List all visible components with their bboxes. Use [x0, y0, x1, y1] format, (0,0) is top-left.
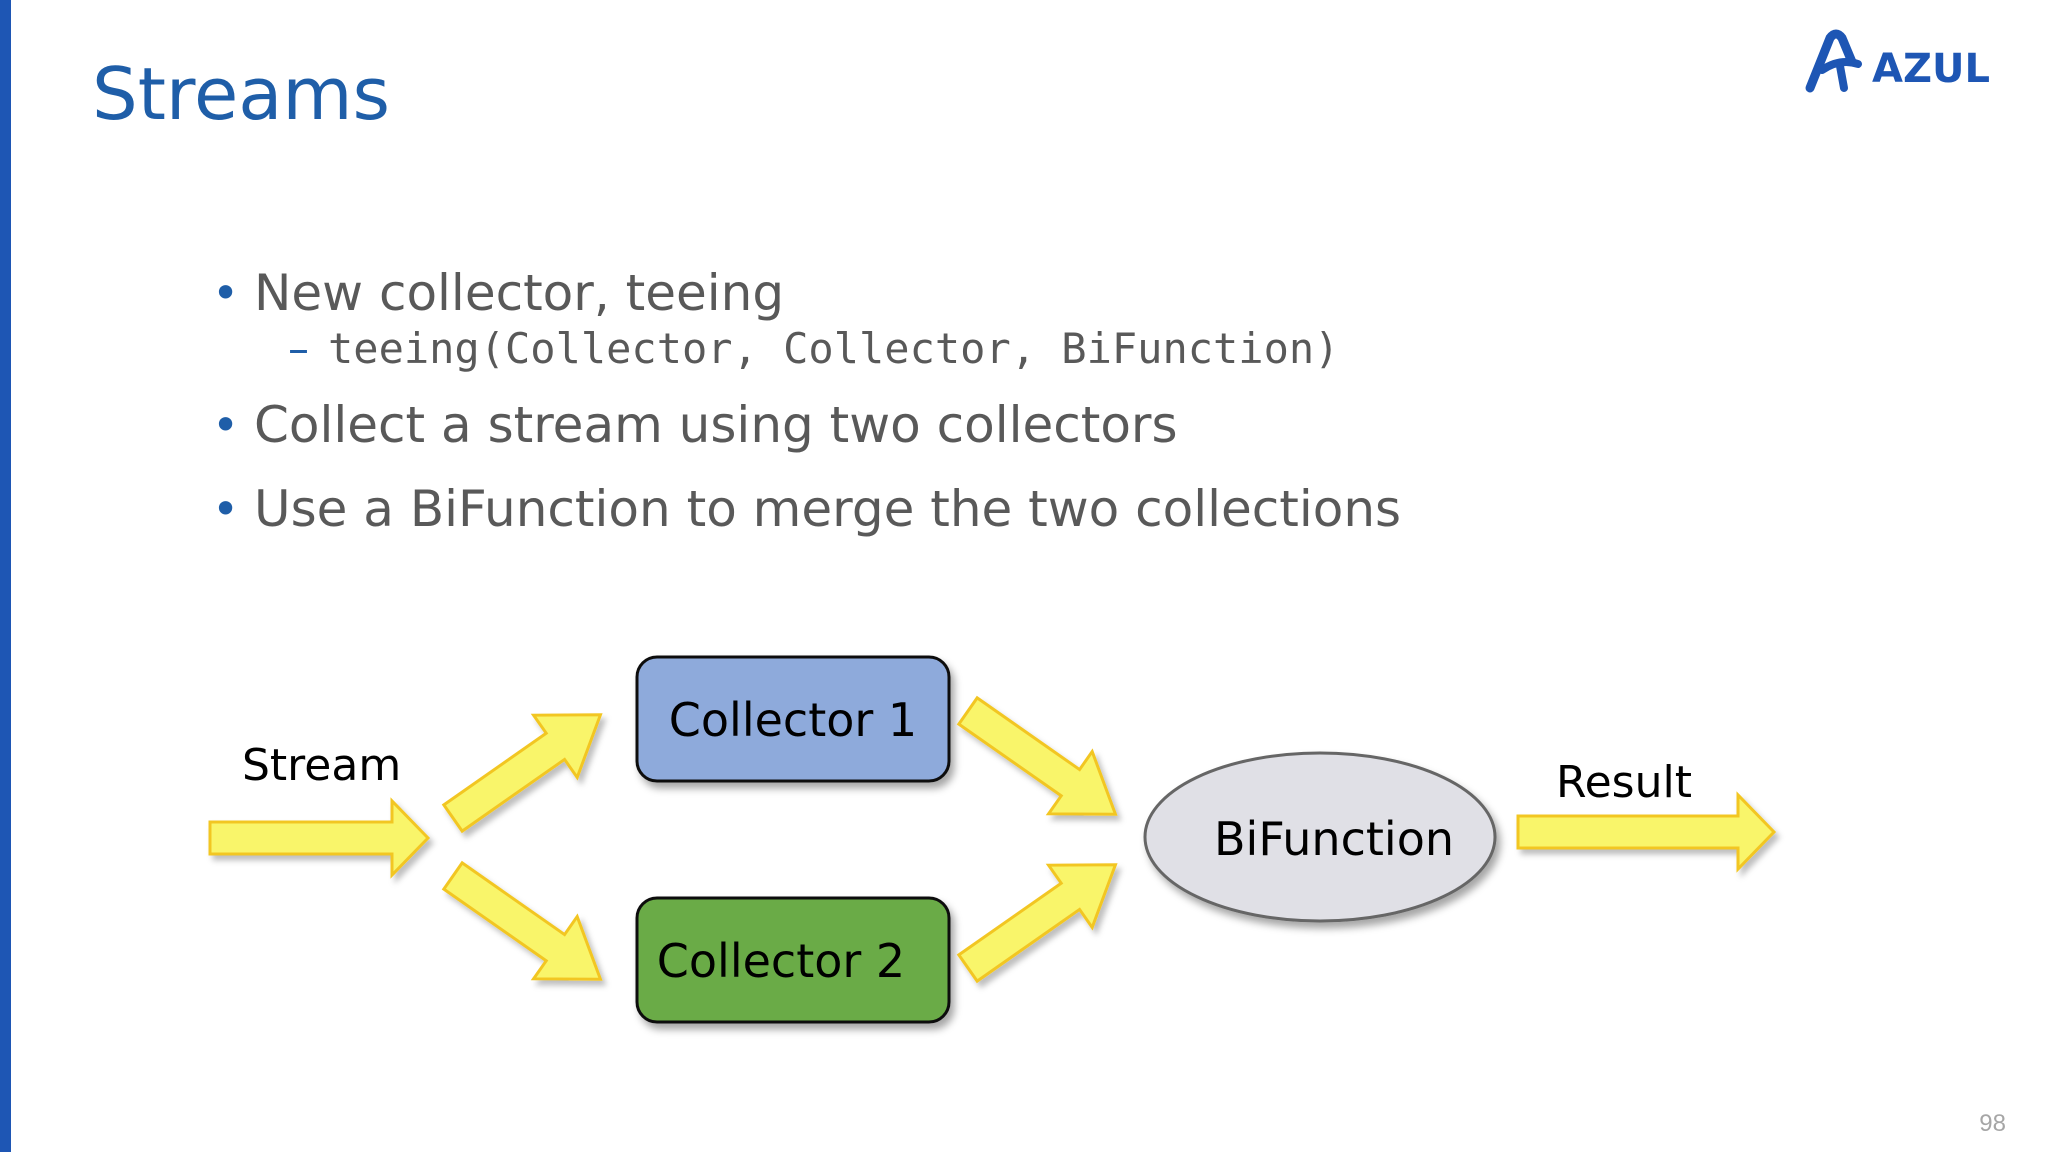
bullet-list: • New collector, teeing – teeing(Collect… — [212, 258, 1712, 544]
collector2-label: Collector 2 — [657, 934, 905, 988]
bullet-item: • Collect a stream using two collectors — [212, 390, 1712, 460]
azul-logo-icon — [1805, 29, 1862, 93]
bullet-dot-icon: • — [212, 266, 240, 320]
azul-logo: AZUL — [1805, 29, 1990, 93]
bullet-item: • New collector, teeing — [212, 258, 1712, 328]
left-accent-bar — [0, 0, 11, 1152]
bullet-dot-icon: • — [212, 482, 240, 536]
dash-icon: – — [288, 324, 309, 373]
bullet-dot-icon: • — [212, 398, 240, 452]
bullet-item: • Use a BiFunction to merge the two coll… — [212, 474, 1712, 544]
bifunction-label: BiFunction — [1214, 812, 1454, 866]
arrow-to-collector1 — [441, 713, 603, 834]
stream-label: Stream — [242, 740, 401, 791]
arrow-collector2-to-bifunction — [956, 863, 1118, 984]
collector2-box: Collector 2 — [635, 896, 951, 1024]
azul-logo-text: AZUL — [1872, 46, 1990, 92]
bullet-text: Collect a stream using two collectors — [254, 396, 1178, 454]
page-number: 98 — [1979, 1110, 2006, 1137]
bullet-text: Use a BiFunction to merge the two collec… — [254, 480, 1402, 538]
bullet-text: New collector, teeing — [254, 264, 785, 322]
arrow-collector1-to-bifunction — [956, 695, 1118, 816]
collector1-box: Collector 1 — [635, 655, 951, 783]
collector1-label: Collector 1 — [669, 693, 917, 747]
sub-bullet-code: teeing(Collector, Collector, BiFunction) — [328, 324, 1340, 373]
arrow-to-collector2 — [441, 860, 603, 981]
sub-bullet-item: – teeing(Collector, Collector, BiFunctio… — [212, 324, 1712, 374]
result-output-arrow — [1516, 791, 1777, 873]
bifunction-ellipse: BiFunction — [1143, 751, 1497, 923]
slide-title: Streams — [92, 52, 391, 136]
stream-input-arrow — [208, 797, 431, 879]
result-label: Result — [1556, 757, 1692, 808]
